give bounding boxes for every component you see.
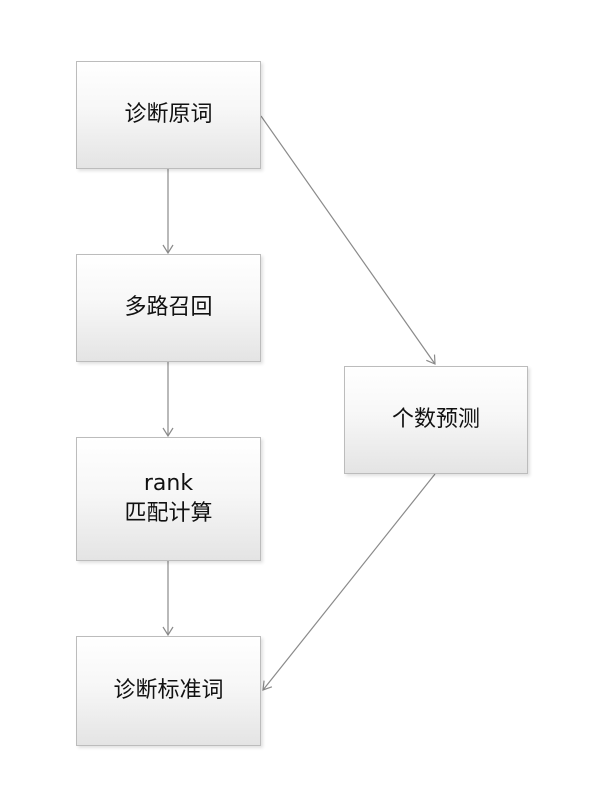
node-multi-recall: 多路召回 — [76, 254, 261, 362]
node-rank-match-line2: 匹配计算 — [124, 501, 213, 526]
node-rank-match-line1: rank — [143, 471, 194, 497]
node-count-predict-label: 个数预测 — [391, 407, 480, 433]
edge-source-to-count — [260, 115, 436, 365]
node-diagnose-standard-label: 诊断标准词 — [113, 678, 224, 704]
node-count-predict: 个数预测 — [344, 366, 528, 474]
node-rank-match: rank 匹配计算 — [76, 437, 261, 561]
node-multi-recall-label: 多路召回 — [124, 295, 213, 321]
node-diagnose-standard: 诊断标准词 — [76, 636, 261, 746]
node-diagnose-source-label: 诊断原词 — [124, 102, 213, 128]
node-diagnose-source: 诊断原词 — [76, 61, 261, 169]
edge-count-to-standard — [262, 473, 436, 691]
